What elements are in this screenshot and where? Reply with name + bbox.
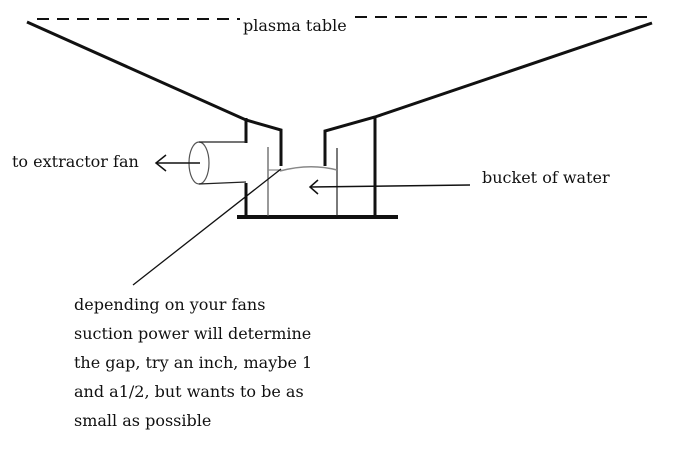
gap-note: depending on your fans suction power wil… [74, 290, 312, 435]
funnel-left-side [26, 20, 283, 166]
pipe-bottom [198, 181, 247, 185]
bucket-arrow-shaft [309, 184, 471, 188]
gap-note-line: the gap, try an inch, maybe 1 [74, 353, 313, 372]
gap-note-line: depending on your fans [74, 295, 266, 314]
gap-note-line: suction power will determine [74, 324, 312, 343]
gap-pointer-line [132, 168, 282, 286]
water-surface [279, 166, 338, 172]
fan-arrow-head-icon [154, 154, 167, 172]
bucket-label: bucket of water [482, 168, 610, 187]
plasma-table-label: plasma table [243, 16, 347, 35]
gap-note-line: small as possible [74, 411, 212, 430]
funnel-right-side [323, 21, 653, 166]
extractor-fan-label: to extractor fan [12, 152, 139, 171]
gap-note-line: and a1/2, but wants to be as [74, 382, 304, 401]
bucket-arrow-head-icon [308, 179, 319, 195]
